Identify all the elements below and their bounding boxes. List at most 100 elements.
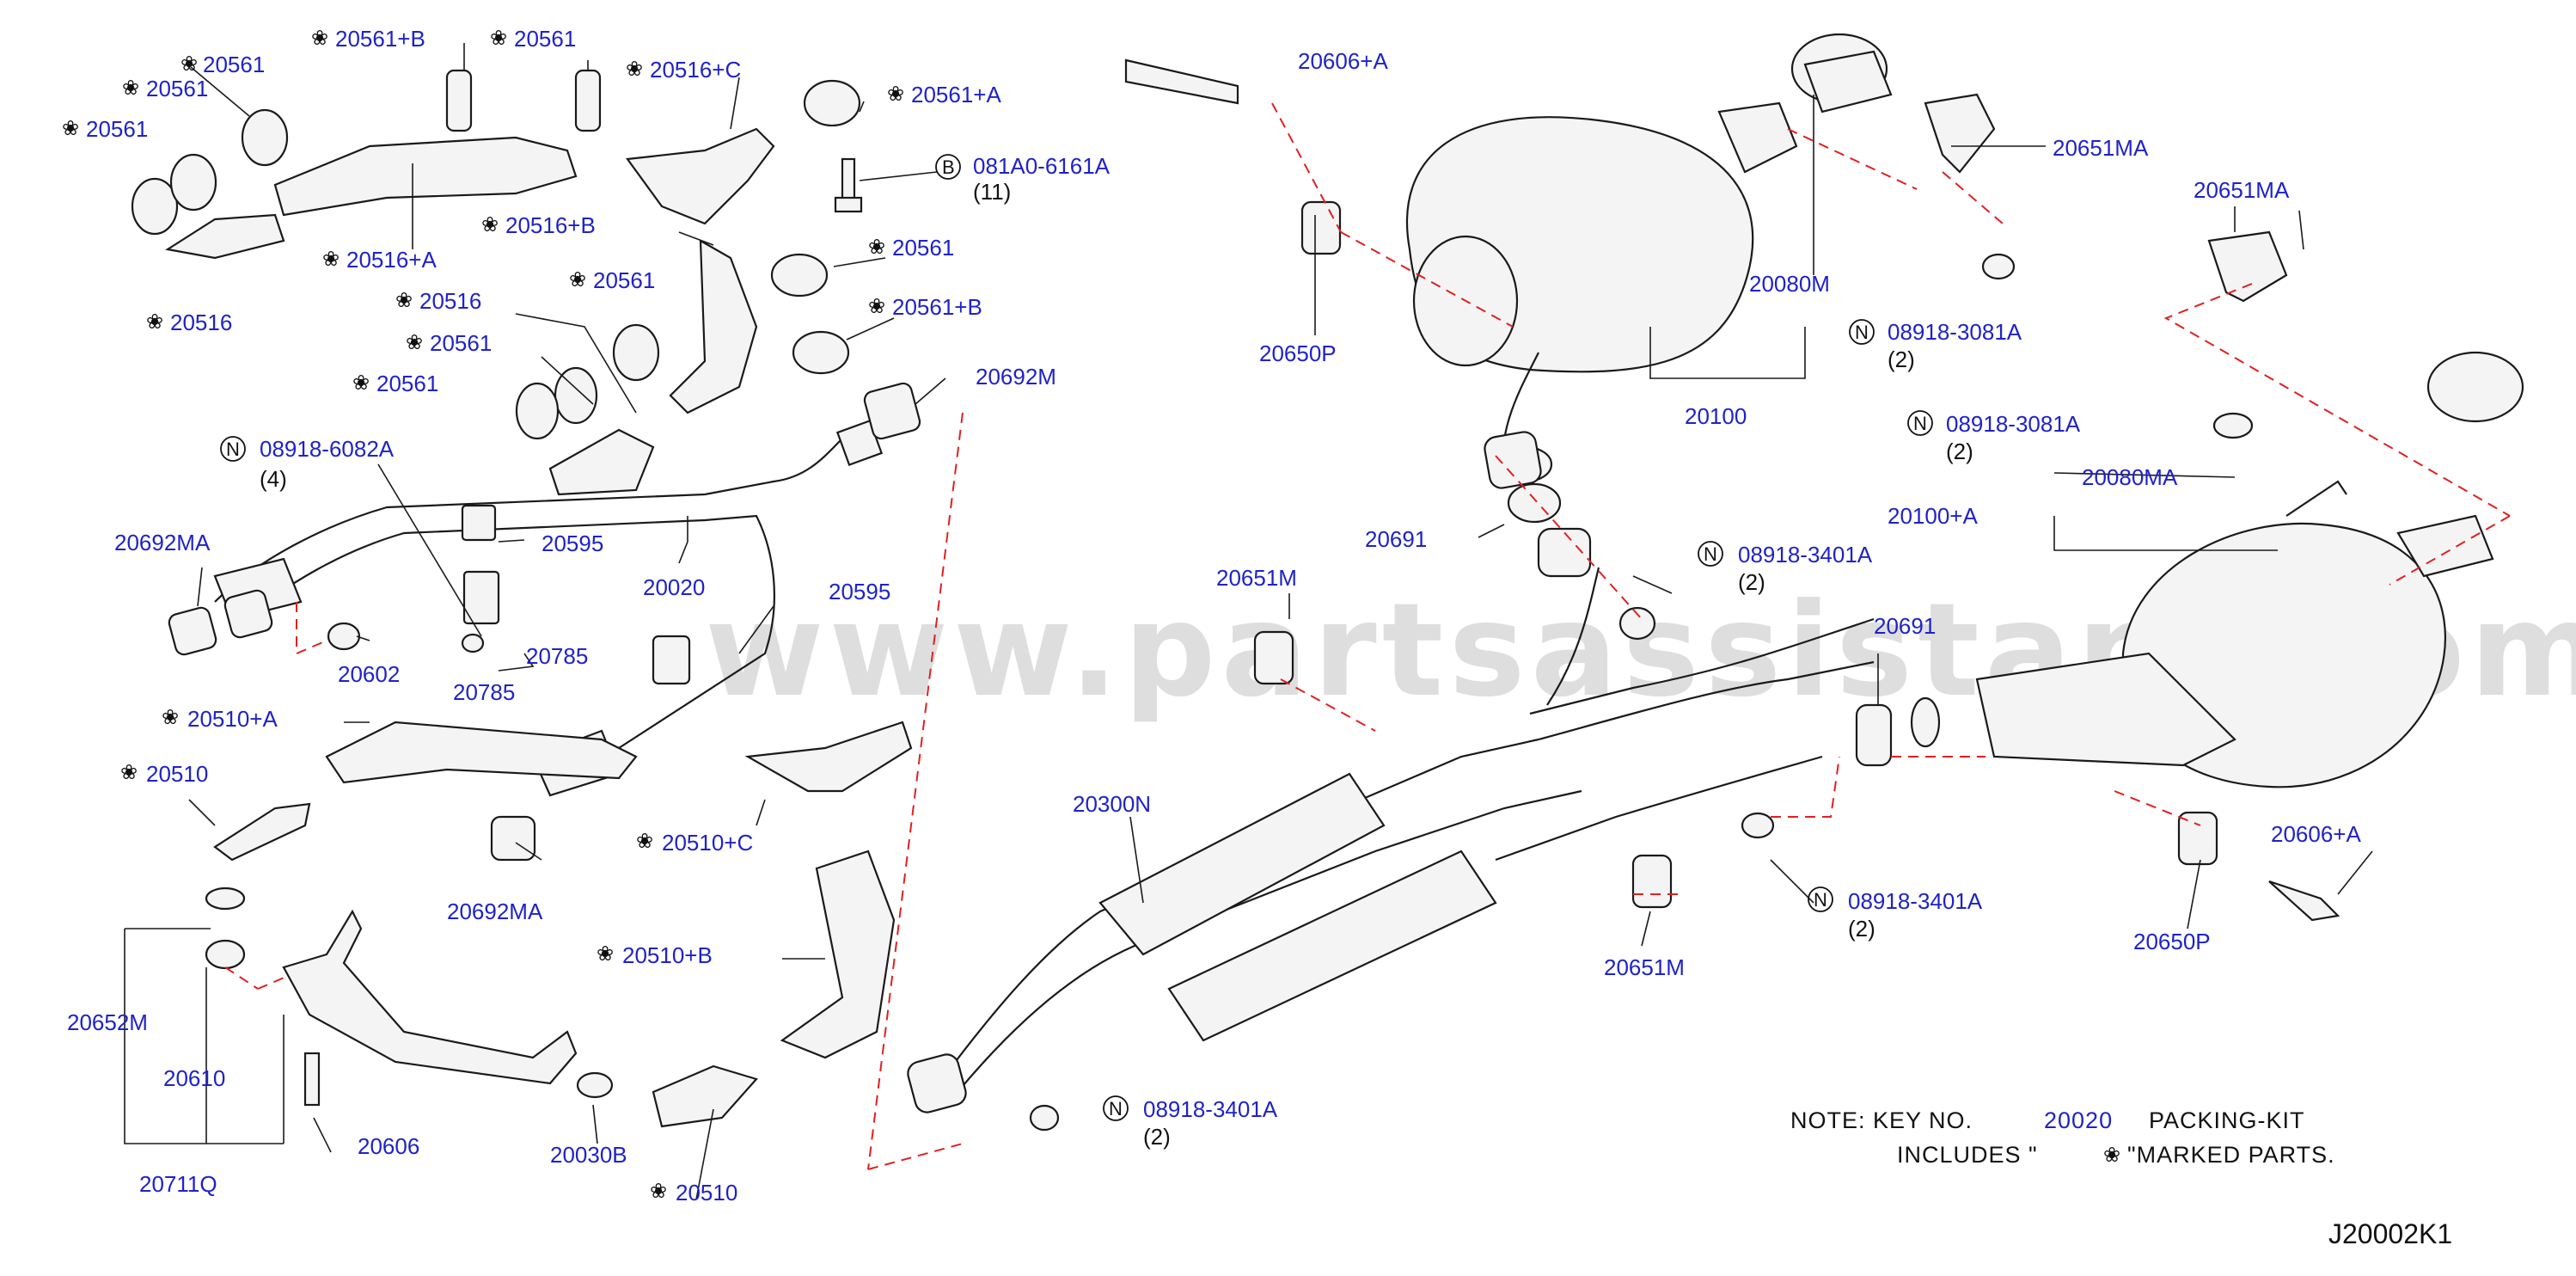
label-20100A: 20100+A bbox=[1888, 503, 1978, 529]
star-icon: ❀ bbox=[626, 57, 643, 81]
label-20510A: 20510+A bbox=[187, 706, 278, 732]
star-icon: ❀ bbox=[162, 705, 179, 729]
circle-n-icon bbox=[1808, 886, 1833, 912]
label-20561-d: 20561 bbox=[86, 116, 148, 142]
label-20595-b: 20595 bbox=[829, 579, 890, 604]
label-20510-a: 20510 bbox=[146, 761, 208, 787]
circle-n-icon bbox=[1103, 1095, 1129, 1121]
star-icon: ❀ bbox=[569, 267, 586, 291]
label-081A0-6161A: 081A0-6161A bbox=[973, 153, 1111, 179]
label-20595-a: 20595 bbox=[542, 531, 603, 556]
label-20300N: 20300N bbox=[1073, 791, 1151, 817]
star-icon: ❀ bbox=[868, 235, 885, 259]
label-20030B: 20030B bbox=[550, 1142, 627, 1168]
crossmember-20711Q bbox=[205, 886, 614, 1107]
star-icon: ❀ bbox=[868, 294, 885, 318]
reference-code: J20002K1 bbox=[2328, 1218, 2452, 1249]
label-20692MA-a: 20692MA bbox=[114, 530, 211, 555]
label-qty-4: (4) bbox=[260, 466, 287, 492]
label-20561B-a: 20561+B bbox=[335, 26, 425, 52]
label-20561-c: 20561 bbox=[146, 76, 208, 101]
label-20692MA-b: 20692MA bbox=[447, 899, 543, 924]
star-icon: ❀ bbox=[887, 82, 904, 106]
label-20602: 20602 bbox=[338, 661, 400, 687]
heat-shields-upper bbox=[165, 127, 775, 496]
note-key-number: 20020 bbox=[2044, 1107, 2113, 1133]
circle-n-letter: N bbox=[1913, 413, 1927, 434]
star-icon: ❀ bbox=[322, 247, 340, 271]
label-08918-3401A-c: 08918-3401A bbox=[1143, 1096, 1278, 1122]
circle-n-icon bbox=[1849, 319, 1875, 345]
star-icon: ❀ bbox=[490, 26, 507, 50]
parts-illustration bbox=[131, 33, 2524, 1132]
label-20080M: 20080M bbox=[1749, 271, 1830, 297]
star-icon: ❀ bbox=[352, 371, 370, 395]
label-20561A: 20561+A bbox=[911, 82, 1001, 107]
packing-kit-note: NOTE: KEY NO. 20020 PACKING-KIT INCLUDES… bbox=[1790, 1107, 2335, 1168]
star-icon: ❀ bbox=[181, 52, 198, 76]
brackets-20595 bbox=[461, 504, 691, 685]
label-20652M: 20652M bbox=[67, 1009, 148, 1035]
label-08918-3401A-b: 08918-3401A bbox=[1848, 888, 1983, 914]
circle-b-letter: B bbox=[942, 156, 955, 178]
label-20561-h: 20561 bbox=[376, 371, 438, 396]
star-icon: ❀ bbox=[481, 212, 499, 236]
label-20651M-b: 20651M bbox=[1604, 954, 1685, 980]
circle-n-letter: N bbox=[1855, 322, 1869, 343]
label-08918-3401A-a: 08918-3401A bbox=[1738, 542, 1873, 567]
label-20516-b: 20516 bbox=[170, 310, 232, 335]
label-20510B: 20510+B bbox=[622, 942, 713, 968]
label-20516A: 20516+A bbox=[346, 247, 437, 273]
star-icon: ❀ bbox=[146, 310, 163, 334]
star-icon: ❀ bbox=[650, 1179, 667, 1203]
hangers-insulators bbox=[1029, 58, 2340, 1132]
label-20692M: 20692M bbox=[976, 364, 1056, 390]
label-20561-a: 20561 bbox=[203, 52, 265, 77]
label-qty-2-a: (2) bbox=[1888, 347, 1915, 372]
label-20691-a: 20691 bbox=[1365, 526, 1427, 552]
label-qty-2-b: (2) bbox=[1946, 439, 1973, 464]
label-20510C: 20510+C bbox=[662, 830, 753, 856]
note-line1-suffix: PACKING-KIT bbox=[2149, 1107, 2305, 1133]
note-line1-prefix: NOTE: KEY NO. bbox=[1790, 1107, 1973, 1133]
star-icon: ❀ bbox=[311, 26, 328, 50]
label-20561-f: 20561 bbox=[593, 267, 655, 293]
heat-shields-lower bbox=[213, 721, 913, 1128]
leader-lines bbox=[124, 43, 2373, 1200]
star-icon: ❀ bbox=[597, 942, 614, 966]
dashed-assembly-lines bbox=[224, 102, 2511, 1170]
label-20691-b: 20691 bbox=[1874, 613, 1936, 639]
label-qty-2-c: (2) bbox=[1738, 569, 1765, 595]
label-20651MA-b: 20651MA bbox=[2194, 177, 2290, 203]
label-20516B: 20516+B bbox=[505, 212, 596, 238]
label-20785-a: 20785 bbox=[526, 643, 588, 669]
label-qty-11: (11) bbox=[973, 179, 1011, 205]
label-20080MA: 20080MA bbox=[2082, 464, 2178, 490]
label-20561B-b: 20561+B bbox=[892, 294, 982, 320]
label-20561-e: 20561 bbox=[892, 235, 954, 261]
circle-b-icon bbox=[935, 154, 961, 180]
label-20100: 20100 bbox=[1685, 403, 1747, 429]
circle-n-letter: N bbox=[1704, 543, 1717, 565]
label-20606A-a: 20606+A bbox=[1298, 48, 1388, 74]
star-icon: ❀ bbox=[120, 760, 138, 784]
note-line2-prefix: INCLUDES " bbox=[1897, 1142, 2038, 1168]
label-20711Q: 20711Q bbox=[139, 1171, 217, 1197]
star-icon: ❀ bbox=[636, 829, 653, 853]
note-line2-suffix: "MARKED PARTS. bbox=[2127, 1142, 2335, 1168]
label-qty-2-d: (2) bbox=[1848, 916, 1875, 942]
circle-n-icon bbox=[1907, 410, 1933, 436]
star-icon: ❀ bbox=[62, 116, 79, 140]
label-08918-3081A-a: 08918-3081A bbox=[1888, 319, 2022, 345]
label-20650P-b: 20650P bbox=[2133, 929, 2211, 954]
bolt-081A0 bbox=[834, 157, 863, 213]
center-pipe-20300N bbox=[907, 567, 1875, 1113]
label-20651M-a: 20651M bbox=[1216, 565, 1297, 591]
star-icon: ❀ bbox=[406, 330, 423, 354]
label-20561-b: 20561 bbox=[514, 26, 576, 52]
part-labels: ❀ 20561 ❀ 20561+B ❀ 20561 ❀ 20516+C ❀ 20… bbox=[62, 26, 2361, 1205]
gaskets-left bbox=[168, 382, 921, 862]
circle-n-letter: N bbox=[226, 439, 240, 460]
circle-n-icon bbox=[1698, 541, 1723, 567]
